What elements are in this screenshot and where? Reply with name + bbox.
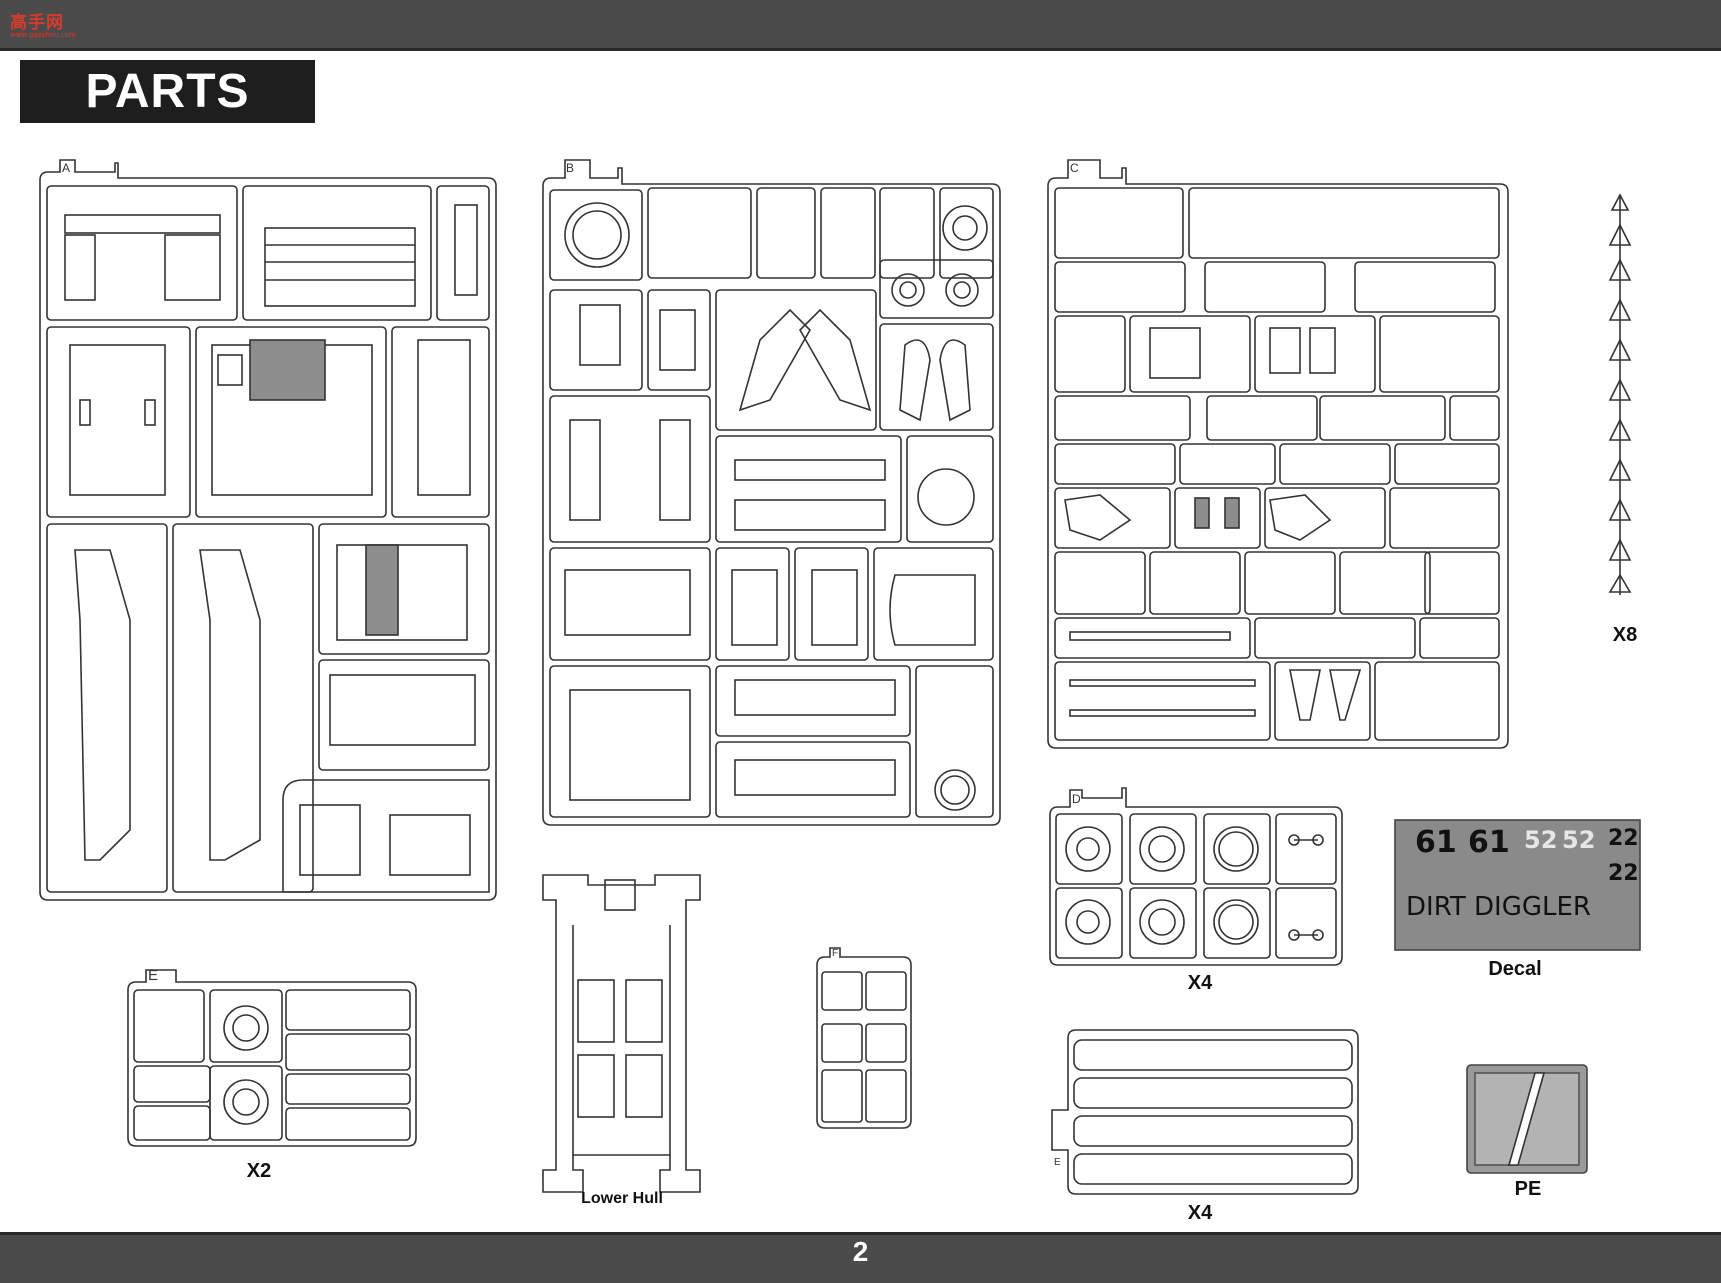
decal-number-52-b: 52 [1562, 826, 1595, 854]
caption-lower-hull: Lower Hull [581, 1190, 663, 1207]
sprue-f [816, 947, 912, 1129]
sprue-frames [39, 159, 1641, 1195]
sprue-a [39, 159, 497, 901]
sprue-label-a: A [62, 161, 70, 175]
sprue-a-shaded [249, 339, 399, 636]
sprue-e [127, 969, 417, 1147]
sprue-label-e: E [148, 967, 158, 984]
sprue-tracks [1051, 1029, 1359, 1195]
decal-number-52-a: 52 [1524, 826, 1557, 854]
sprue-label-d: D [1072, 792, 1081, 806]
pe-fret [1466, 1064, 1588, 1174]
sprue-letter-labels: A B C D E F E [62, 161, 1081, 1168]
sprue-label-f: F [832, 948, 838, 959]
page-number: 2 [852, 1236, 869, 1267]
decal-number-61-b: 61 [1468, 825, 1510, 860]
caption-decal: Decal [1488, 958, 1542, 980]
decal-number-22-b: 22 [1608, 861, 1639, 886]
decal-contents: 61 61 52 52 22 22 DIRT DIGGLER [1406, 825, 1639, 922]
site-logo[interactable]: 高手网 www.gaoshou.com [4, 4, 76, 39]
track-link-chain [1608, 193, 1632, 595]
sprue-c [1047, 159, 1509, 749]
sprue-label-c: C [1070, 161, 1079, 175]
top-bar: 高手网 www.gaoshou.com [0, 0, 1721, 51]
decal-sheet [1394, 819, 1641, 951]
sprue-b [542, 159, 1001, 826]
decal-number-61-a: 61 [1415, 825, 1457, 860]
logo-subtext: www.gaoshou.com [10, 31, 76, 39]
lower-hull [542, 874, 701, 1193]
logo-text: 高手网 [10, 13, 64, 33]
caption-x4-wheels: X4 [1187, 972, 1213, 994]
bottom-bar [0, 1232, 1721, 1283]
caption-x4-tracks: X4 [1187, 1202, 1213, 1224]
caption-x2: X2 [246, 1160, 272, 1182]
decal-number-22-a: 22 [1608, 826, 1639, 851]
sprue-label-b: B [566, 161, 574, 175]
caption-pe: PE [1514, 1178, 1542, 1200]
decal-text-dirt-diggler: DIRT DIGGLER [1406, 892, 1591, 922]
caption-x8: X8 [1612, 624, 1638, 646]
sprue-d [1049, 787, 1343, 966]
page-title: PARTS [85, 65, 250, 118]
sprue-c-shaded [1194, 497, 1240, 529]
sprue-label-e-tracks: E [1054, 1157, 1061, 1168]
title-box: PARTS [20, 60, 315, 123]
